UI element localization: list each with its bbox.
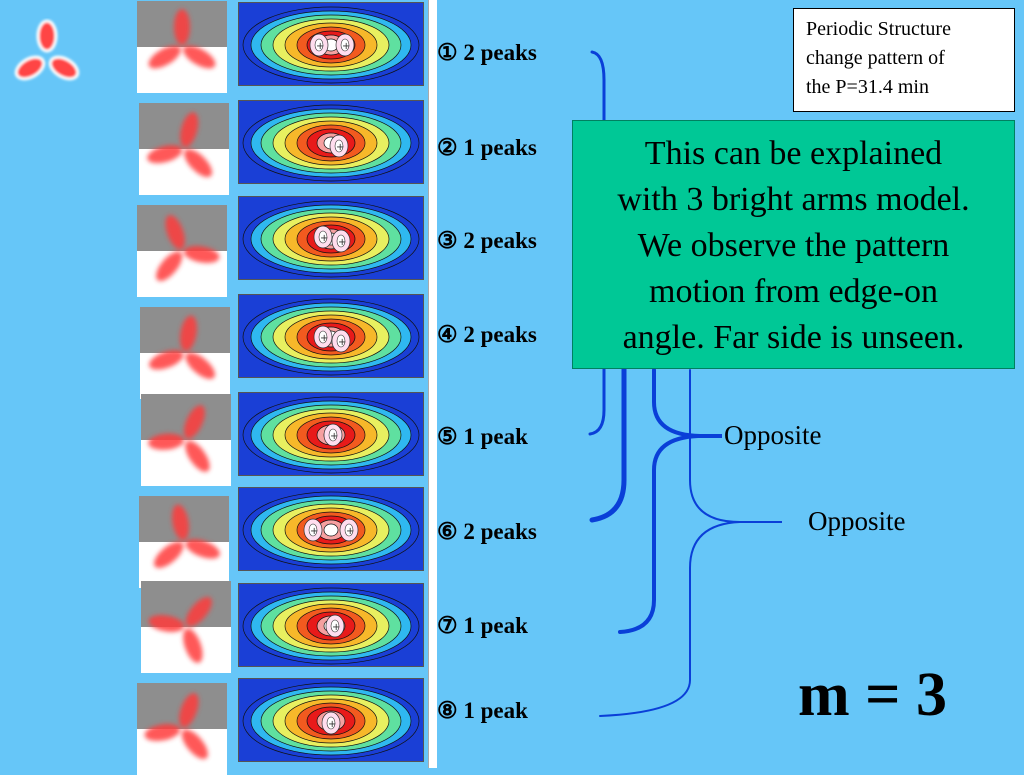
- panel-label-8: ⑧ 1 peak: [437, 698, 528, 723]
- svg-text:+: +: [338, 237, 346, 248]
- contour-map-5: +: [238, 392, 424, 476]
- bracket-opposite-1: [618, 368, 722, 634]
- svg-text:+: +: [346, 526, 354, 537]
- trefoil-thumbnail-6: [139, 496, 229, 588]
- callout-line-2: with 3 bright arms model.: [617, 181, 970, 218]
- trefoil-thumbnail-2: [139, 103, 229, 195]
- opposite-label-1: Opposite: [724, 420, 822, 450]
- contour-map-7: +: [238, 583, 424, 667]
- trefoil-thumbnail-4: [140, 307, 230, 399]
- panel-label-4: ④ 2 peaks: [437, 322, 537, 347]
- svg-text:+: +: [310, 526, 318, 537]
- svg-text:+: +: [330, 431, 338, 442]
- note-line-2: change pattern of: [806, 47, 945, 69]
- panel-label-7: ⑦ 1 peak: [437, 613, 528, 638]
- contour-map-3: ++: [238, 196, 424, 280]
- contour-map-4: ++: [238, 294, 424, 378]
- panel-label-6: ⑥ 2 peaks: [437, 519, 537, 544]
- trefoil-logo-icon: [14, 19, 80, 81]
- note-box: Periodic Structure change pattern of the…: [793, 8, 1015, 112]
- bracket-opposite-2: [599, 369, 782, 717]
- svg-text:+: +: [336, 142, 344, 153]
- bracket-2-6: [589, 337, 627, 523]
- opposite-label-2: Opposite: [808, 506, 906, 536]
- explanation-callout: This can be explained with 3 bright arms…: [572, 120, 1015, 369]
- callout-line-3: We observe the pattern: [637, 227, 950, 264]
- panel-label-3: ③ 2 peaks: [437, 228, 537, 253]
- contour-map-1: ++: [238, 2, 424, 86]
- trefoil-thumbnail-7: [141, 581, 231, 673]
- callout-line-4: motion from edge-on: [649, 273, 938, 310]
- svg-text:+: +: [328, 719, 336, 730]
- panel-label-2: ② 1 peaks: [437, 135, 537, 160]
- svg-text:+: +: [342, 41, 350, 52]
- callout-line-1: This can be explained: [644, 135, 943, 172]
- svg-text:+: +: [332, 622, 340, 633]
- panel-label-1: ① 2 peaks: [437, 40, 537, 65]
- trefoil-thumbnail-8: [137, 683, 227, 775]
- note-line-1: Periodic Structure: [806, 18, 951, 40]
- contour-map-6: ++: [238, 487, 424, 571]
- svg-text:+: +: [338, 337, 346, 348]
- panel-label-5: ⑤ 1 peak: [437, 424, 528, 449]
- svg-text:+: +: [316, 41, 324, 52]
- equation-label: m = 3: [798, 661, 947, 729]
- map-strip-edge: [428, 0, 437, 768]
- note-line-3: the P=31.4 min: [806, 76, 929, 98]
- callout-line-5: angle. Far side is unseen.: [622, 319, 965, 356]
- trefoil-thumbnail-3: [137, 205, 227, 297]
- trefoil-thumbnail-5: [141, 394, 231, 486]
- contour-map-8: +: [238, 678, 424, 762]
- trefoil-thumbnail-1: [137, 1, 227, 93]
- svg-text:+: +: [320, 233, 328, 244]
- contour-map-2: +: [238, 100, 424, 184]
- svg-text:+: +: [320, 333, 328, 344]
